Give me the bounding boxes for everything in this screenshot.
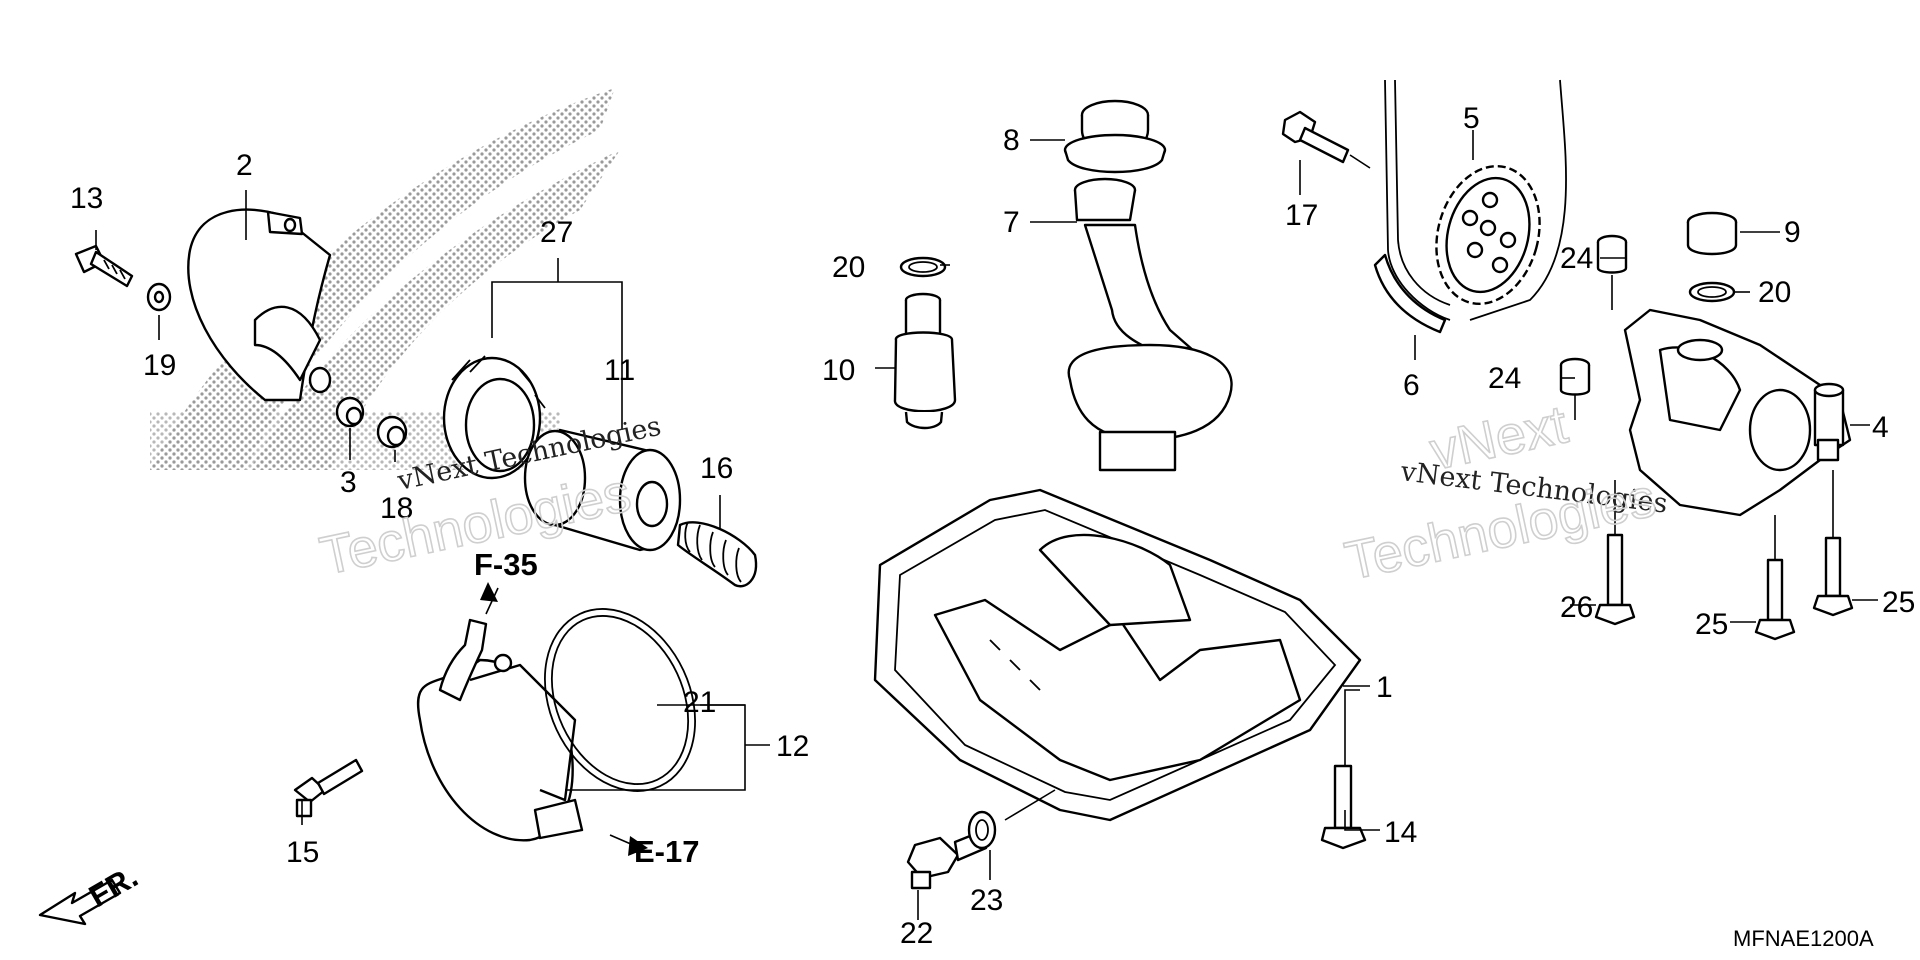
sensor-10-icon xyxy=(893,292,957,430)
callout-21: 21 xyxy=(683,686,716,719)
callout-16: 16 xyxy=(700,452,733,485)
o-ring-21-icon xyxy=(544,608,696,792)
plug-18-icon xyxy=(376,415,408,449)
callout-4: 4 xyxy=(1872,411,1889,444)
callout-23: 23 xyxy=(970,884,1003,917)
filler-cap-8-icon xyxy=(1063,99,1167,174)
callout-25-right: 25 xyxy=(1882,586,1915,619)
oil-pump-4-icon xyxy=(1623,308,1852,517)
plug-3-icon xyxy=(335,396,365,428)
callout-13: 13 xyxy=(70,182,103,215)
callout-7: 7 xyxy=(1003,206,1020,239)
callout-25-left: 25 xyxy=(1695,608,1728,641)
diagram-code: MFNAE1200A xyxy=(1733,926,1874,951)
f35-arrow-icon xyxy=(480,582,498,602)
callout-18: 18 xyxy=(380,492,413,525)
o-ring-20-right-icon xyxy=(1688,281,1736,303)
callout-20-left: 20 xyxy=(832,251,865,284)
callout-6: 6 xyxy=(1403,369,1420,402)
callout-14: 14 xyxy=(1384,816,1417,849)
bolt-25-right-icon xyxy=(1812,536,1854,617)
callout-22: 22 xyxy=(900,917,933,950)
callout-5: 5 xyxy=(1463,102,1480,135)
sprocket-5-icon xyxy=(1435,164,1541,306)
oil-cooler-12-icon xyxy=(416,618,584,842)
callout-9: 9 xyxy=(1784,216,1801,249)
filler-neck-7-icon xyxy=(1067,177,1233,472)
bolt-26-icon xyxy=(1594,533,1636,626)
callout-11: 11 xyxy=(604,354,635,387)
drive-chain-6-icon xyxy=(1373,79,1567,334)
callout-12: 12 xyxy=(776,730,809,763)
callout-3: 3 xyxy=(340,466,357,499)
oil-pan-1-icon xyxy=(873,488,1362,822)
callout-2: 2 xyxy=(236,149,253,182)
bolt-14-icon xyxy=(1320,764,1367,850)
e17-arrow-icon xyxy=(628,836,648,856)
reference-f35: F-35 xyxy=(474,547,538,582)
callout-8: 8 xyxy=(1003,124,1020,157)
bolt-13-icon xyxy=(74,244,134,288)
callout-15: 15 xyxy=(286,836,319,869)
dowel-24-icon xyxy=(1596,234,1628,274)
dowel-24-lower-icon xyxy=(1559,357,1591,396)
callout-24-lower: 24 xyxy=(1488,362,1521,395)
callout-27: 27 xyxy=(540,216,573,249)
collar-9-icon xyxy=(1686,211,1738,256)
bolt-25-icon xyxy=(1754,558,1796,641)
callout-19: 19 xyxy=(143,349,176,382)
callout-1: 1 xyxy=(1376,671,1393,704)
callout-24-top: 24 xyxy=(1560,242,1593,275)
spring-16-icon xyxy=(676,521,758,588)
callout-10: 10 xyxy=(822,354,855,387)
bolt-17-icon xyxy=(1281,110,1350,164)
filter-case-27-icon xyxy=(442,355,546,480)
oil-filter-11-icon xyxy=(523,428,682,552)
o-ring-20-icon xyxy=(899,256,947,278)
bolt-15-icon xyxy=(293,758,364,818)
washer-23-icon xyxy=(967,810,997,850)
callout-17: 17 xyxy=(1285,199,1318,232)
callout-20-right: 20 xyxy=(1758,276,1791,309)
reference-e17: E-17 xyxy=(634,834,699,869)
callout-labels: 1 2 3 4 5 6 7 8 9 10 11 12 13 14 15 16 1… xyxy=(70,102,1915,950)
oil-cooler-cover-2-icon xyxy=(187,208,332,402)
callout-26: 26 xyxy=(1560,591,1593,624)
front-arrow-icon xyxy=(38,878,122,926)
